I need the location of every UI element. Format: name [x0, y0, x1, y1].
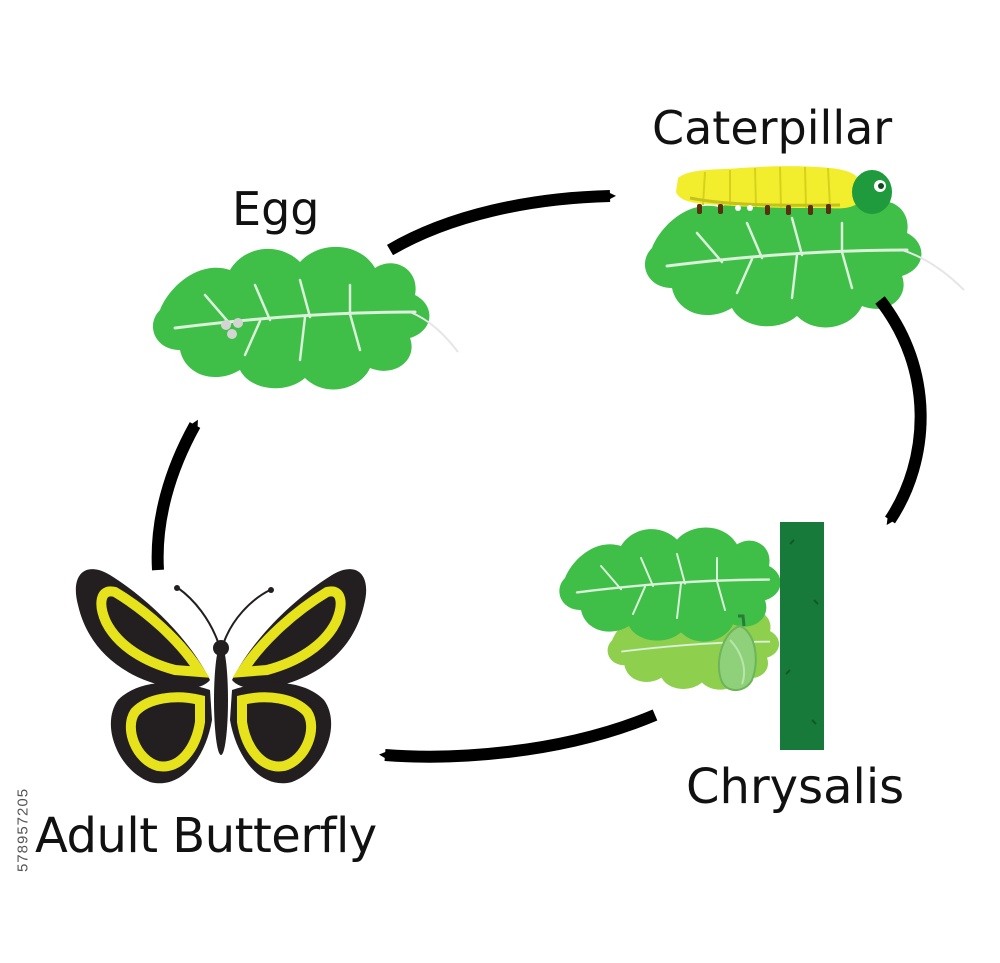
caterpillar-icon [676, 166, 892, 215]
stage-label-egg: Egg [232, 182, 320, 236]
arrow-caterpillar-to-chrysalis [875, 296, 927, 525]
stock-id-label: 578957205 [14, 787, 32, 873]
arrow-egg-to-caterpillar [386, 190, 616, 256]
chrysalis-leaf-icon [558, 526, 782, 643]
arrow-icon [151, 190, 927, 763]
chrysalis-icon [717, 614, 757, 691]
arrow-adult-to-egg [151, 419, 201, 571]
stock-id-text: 578957205 [8, 720, 38, 940]
arrow-chrysalis-to-adult [379, 709, 658, 763]
stage-label-chrysalis: Chrysalis [686, 759, 905, 815]
caterpillar-leaf-icon [643, 183, 965, 329]
stem-icon [780, 522, 824, 750]
stage-label-adult: Adult Butterfly [35, 808, 377, 864]
stage-label-caterpillar: Caterpillar [652, 101, 893, 155]
egg-leaf-icon [151, 245, 459, 391]
egg-cluster-icon [221, 318, 243, 339]
butterfly-icon [75, 569, 367, 784]
